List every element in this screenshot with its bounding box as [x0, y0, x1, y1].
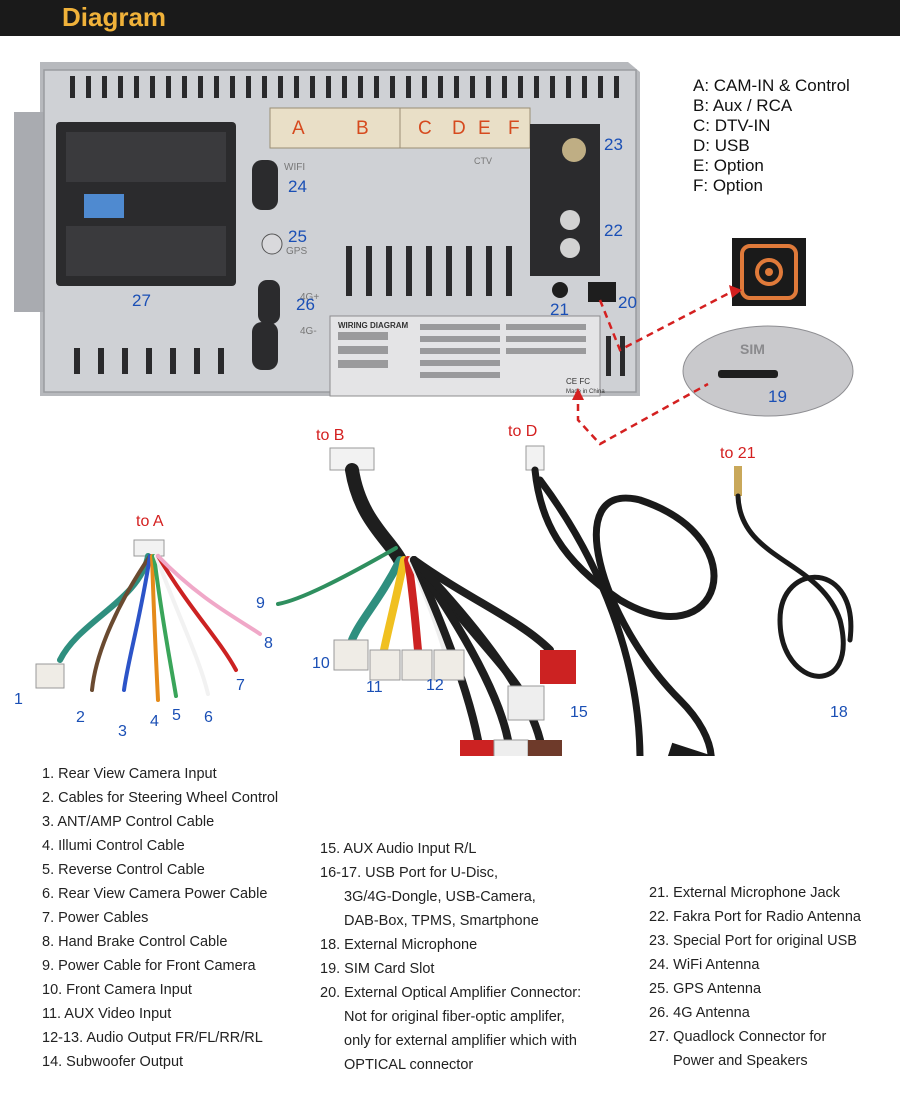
list-item-18: 18. External Microphone — [320, 933, 581, 957]
legend-item-c: C: DTV-IN — [693, 116, 850, 136]
list-item-5: 5. Reverse Control Cable — [42, 858, 278, 882]
list-item-20: 20. External Optical Amplifier Connector… — [320, 981, 581, 1005]
cable-number-3: 3 — [118, 723, 127, 740]
list-item-10: 10. Front Camera Input — [42, 978, 278, 1002]
list-item-20-cont-1: Not for original fiber-optic amplifer, — [320, 1005, 581, 1029]
cable-number-11: 11 — [366, 679, 383, 696]
cable-number-18: 18 — [830, 704, 848, 721]
cable-number-8: 8 — [264, 635, 273, 652]
list-item-16-17: 16-17. USB Port for U-Disc, — [320, 861, 581, 885]
list-item-22: 22. Fakra Port for Radio Antenna — [649, 905, 861, 929]
header-bar: Diagram — [0, 0, 900, 36]
list-item-26: 26. 4G Antenna — [649, 1001, 861, 1025]
cable-label-to-a: to A — [136, 513, 164, 530]
list-item-15: 15. AUX Audio Input R/L — [320, 837, 581, 861]
list-item-4: 4. Illumi Control Cable — [42, 834, 278, 858]
list-item-9: 9. Power Cable for Front Camera — [42, 954, 278, 978]
list-item-3: 3. ANT/AMP Control Cable — [42, 810, 278, 834]
connector-letter-d: D — [452, 118, 466, 139]
cable-label-to-21: to 21 — [720, 445, 756, 462]
cable-number-12: 12 — [426, 677, 444, 694]
sim-number-19: 19 — [768, 387, 787, 406]
port-number-20: 20 — [618, 293, 637, 312]
legend-item-f: F: Option — [693, 176, 850, 196]
port-number-23: 23 — [604, 135, 623, 154]
sim-label: SIM — [740, 341, 765, 357]
cable-label-to-b: to B — [316, 427, 344, 444]
list-item-12-13: 12-13. Audio Output FR/FL/RR/RL — [42, 1026, 278, 1050]
cable-number-4: 4 — [150, 713, 159, 730]
port-number-24: 24 — [288, 177, 307, 196]
cable-harness-a — [36, 540, 260, 700]
list-item-2: 2. Cables for Steering Wheel Control — [42, 786, 278, 810]
cable-number-5: 5 — [172, 707, 181, 724]
description-list-right: 21. External Microphone Jack 22. Fakra P… — [649, 881, 861, 1073]
cable-number-1: 1 — [14, 691, 23, 708]
wiring-diagram-sticker-title: WIRING DIAGRAM — [338, 321, 409, 330]
port-number-22: 22 — [604, 221, 623, 240]
list-item-20-cont-3: OPTICAL connector — [320, 1053, 581, 1077]
connector-letter-e: E — [478, 118, 491, 139]
cable-number-9: 9 — [256, 595, 265, 612]
legend-item-e: E: Option — [693, 156, 850, 176]
port-number-27: 27 — [132, 291, 151, 310]
ce-fc-mark: CE FC — [566, 377, 590, 386]
optical-connector-callout — [732, 238, 806, 306]
connector-letter-a: A — [292, 118, 305, 139]
page-title: Diagram — [62, 2, 166, 33]
connector-letter-b: B — [356, 118, 369, 139]
connector-letter-f: F — [508, 118, 520, 139]
port-number-26: 26 — [296, 295, 315, 314]
ctv-silkscreen: CTV — [474, 156, 492, 166]
cable-harness-b — [278, 448, 576, 756]
list-item-8: 8. Hand Brake Control Cable — [42, 930, 278, 954]
list-item-16-17-cont-2: DAB-Box, TPMS, Smartphone — [320, 909, 581, 933]
cable-label-to-d: to D — [508, 423, 537, 440]
port-number-21: 21 — [550, 300, 569, 319]
4g-minus-silkscreen: 4G- — [300, 326, 317, 337]
list-item-14: 14. Subwoofer Output — [42, 1050, 278, 1074]
head-unit-back-panel — [14, 62, 640, 396]
made-in-china: Made in China — [566, 389, 605, 395]
legend-item-d: D: USB — [693, 136, 850, 156]
gps-silkscreen: GPS — [286, 246, 307, 257]
list-item-25: 25. GPS Antenna — [649, 977, 861, 1001]
list-item-21: 21. External Microphone Jack — [649, 881, 861, 905]
cable-number-7: 7 — [236, 677, 245, 694]
list-item-11: 11. AUX Video Input — [42, 1002, 278, 1026]
list-item-24: 24. WiFi Antenna — [649, 953, 861, 977]
list-item-27: 27. Quadlock Connector for — [649, 1025, 861, 1049]
list-item-27-cont: Power and Speakers — [649, 1049, 861, 1073]
cable-number-2: 2 — [76, 709, 85, 726]
list-item-1: 1. Rear View Camera Input — [42, 762, 278, 786]
list-item-23: 23. Special Port for original USB — [649, 929, 861, 953]
legend-item-a: A: CAM-IN & Control — [693, 76, 850, 96]
cable-number-6: 6 — [204, 709, 213, 726]
port-number-25: 25 — [288, 227, 307, 246]
description-list-middle: 15. AUX Audio Input R/L 16-17. USB Port … — [320, 837, 581, 1077]
list-item-20-cont-2: only for external amplifier which with — [320, 1029, 581, 1053]
legend-item-b: B: Aux / RCA — [693, 96, 850, 116]
list-item-6: 6. Rear View Camera Power Cable — [42, 882, 278, 906]
list-item-16-17-cont-1: 3G/4G-Dongle, USB-Camera, — [320, 885, 581, 909]
connector-letter-c: C — [418, 118, 432, 139]
microphone-cable — [734, 466, 851, 676]
port-legend: A: CAM-IN & Control B: Aux / RCA C: DTV-… — [693, 76, 850, 196]
wifi-silkscreen: WIFI — [284, 162, 305, 173]
cable-number-10: 10 — [312, 655, 330, 672]
cable-number-15: 15 — [570, 704, 588, 721]
list-item-7: 7. Power Cables — [42, 906, 278, 930]
list-item-19: 19. SIM Card Slot — [320, 957, 581, 981]
usb-cable-d — [526, 446, 787, 756]
description-list-left: 1. Rear View Camera Input 2. Cables for … — [42, 762, 278, 1074]
